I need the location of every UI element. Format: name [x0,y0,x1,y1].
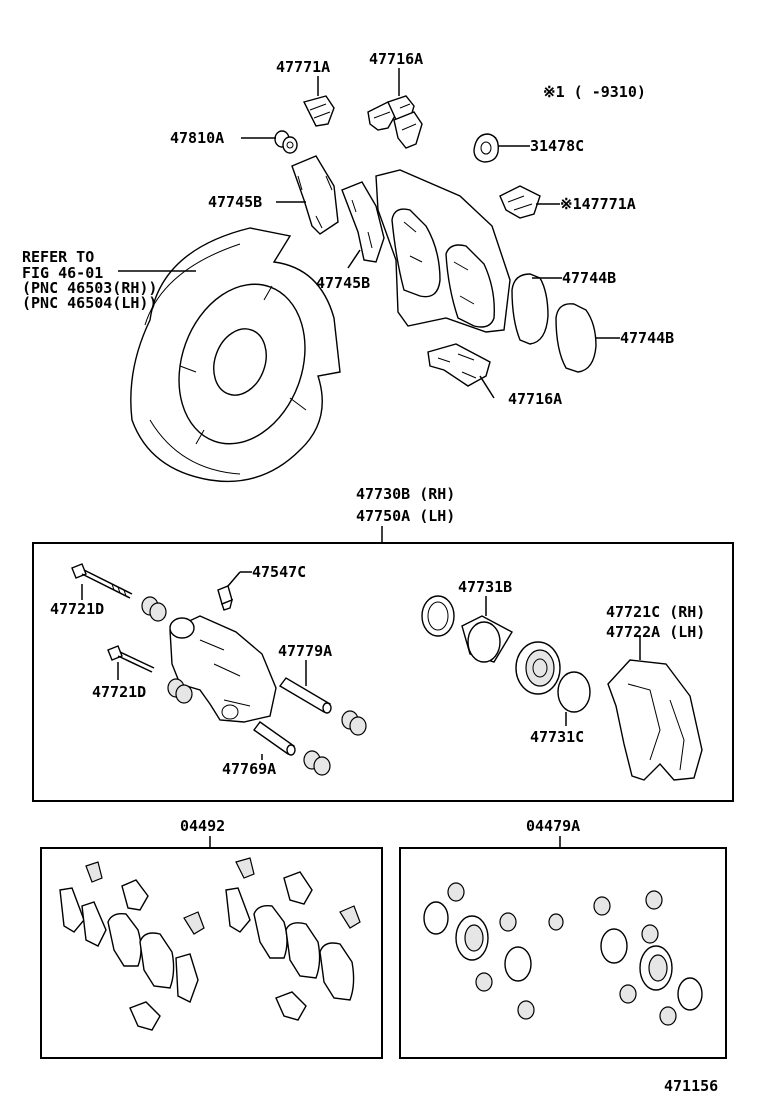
pad-support-plate-47716a-top[interactable] [367,95,423,149]
anti-squeal-shim-47745b-mid[interactable] [341,181,385,263]
bolt-47721d-1[interactable] [71,563,133,599]
leader-47547c [227,571,241,587]
refer-line-1: REFER TO [22,248,94,266]
brake-pad-assembly[interactable] [375,169,511,333]
label-47716a-bottom: 47716A [508,390,562,408]
label-47547c: 47547C [252,563,306,581]
caliper-cylinder-body[interactable] [169,615,277,723]
disc-brake-dust-cover[interactable] [130,227,341,483]
pad-support-plate-47716a-bottom[interactable] [427,343,491,387]
refer-line-3: (PNC 46503(RH)) [22,279,157,297]
leader-47716a-bottom [479,375,495,399]
label-47744b-2: 47744B [620,329,674,347]
label-47750a: 47750A (LH) [356,507,455,525]
boot-bolt-1[interactable] [141,596,167,622]
anti-squeal-shim-47744b-1[interactable] [511,273,549,345]
label-04479a: 04479A [526,817,580,835]
pad-kit-box-04492 [40,847,383,1059]
boot-bolt-2[interactable] [167,678,193,704]
cylinder-bush-31478c[interactable] [473,133,499,163]
label-47722a: 47722A (LH) [606,623,705,641]
caliper-mounting-47721c[interactable] [607,659,703,781]
label-47730b: 47730B (RH) [356,485,455,503]
label-47721d-1: 47721D [50,600,104,618]
label-47745b-mid: 47745B [316,274,370,292]
seal-kit-box-04479a [399,847,727,1059]
bushing-47810a[interactable] [274,130,298,154]
refer-line-2: FIG 46-01 [22,264,103,282]
ring-47731c[interactable] [557,671,591,713]
boot-47769a[interactable] [303,750,331,776]
anti-squeal-clip-47771a[interactable] [302,95,335,127]
bolt-47721d-2[interactable] [107,645,155,673]
label-31478c: 31478C [530,137,584,155]
label-147771a: ※147771A [560,195,636,213]
seal-kit-parts[interactable] [423,882,703,1026]
clip-x1-47771a[interactable] [499,185,541,219]
label-47721d-2: 47721D [92,683,146,701]
note-x1: ※1 ( -9310) [543,83,646,101]
piston-boot[interactable] [515,641,561,695]
anti-squeal-shim-47745b-left[interactable] [291,155,339,235]
label-47731b: 47731B [458,578,512,596]
label-47745b-left: 47745B [208,193,262,211]
refer-line-4: (PNC 46504(LH)) [22,294,157,312]
label-47771a-top: 47771A [276,58,330,76]
boot-47779a[interactable] [341,710,367,736]
diagram-number: 471156 [664,1077,718,1095]
piston-47731b[interactable] [461,615,513,663]
label-47716a-top: 47716A [369,50,423,68]
piston-seal-ring[interactable] [421,595,455,637]
slide-pin-47769a[interactable] [253,721,296,756]
leader-47745b-mid [347,249,361,269]
label-47769a: 47769A [222,760,276,778]
label-47731c: 47731C [530,728,584,746]
bleeder-plug-47547c[interactable] [217,585,234,611]
pad-kit-parts-left[interactable] [59,861,205,1031]
label-47779a: 47779A [278,642,332,660]
label-47744b-1: 47744B [562,269,616,287]
label-47810a: 47810A [170,129,224,147]
caliper-assembly-box [32,542,734,802]
label-04492: 04492 [180,817,225,835]
label-47721c: 47721C (RH) [606,603,705,621]
slide-pin-47779a[interactable] [278,677,332,714]
pad-kit-parts-right[interactable] [225,857,361,1021]
anti-squeal-shim-47744b-2[interactable] [555,303,597,373]
